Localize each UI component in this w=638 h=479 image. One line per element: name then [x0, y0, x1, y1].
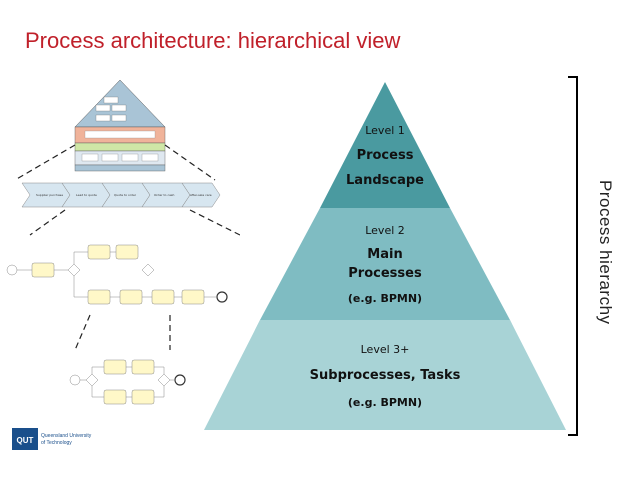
svg-text:QUT: QUT: [17, 436, 34, 445]
level2-name-line1: Main: [367, 247, 403, 262]
svg-text:Queensland University: Queensland University: [41, 433, 92, 439]
process-hierarchy-label: Process hierarchy: [596, 180, 615, 325]
pyramid-level2: [260, 208, 510, 320]
svg-text:Supplier purchase: Supplier purchase: [36, 193, 63, 197]
level3-note: (e.g. BPMN): [347, 396, 423, 409]
level3-name-line1: Subprocesses, Tasks: [309, 368, 461, 383]
qut-logo: QUT Queensland University of Technology: [12, 426, 112, 459]
level3-bpmn-thumbnail: [69, 359, 186, 405]
level1-name-line2: Landscape: [346, 173, 424, 188]
level2-bpmn-thumbnail: [6, 244, 228, 305]
svg-text:Order to cash: Order to cash: [154, 193, 174, 197]
pyramid-level1: [320, 82, 450, 208]
svg-text:Lead to quote: Lead to quote: [76, 193, 97, 197]
svg-text:After-sale care: After-sale care: [190, 193, 212, 197]
landscape-thumbnail: [74, 79, 166, 172]
level2-number: Level 2: [365, 224, 405, 237]
value-chain-thumbnail: Supplier purchase Lead to quote Quote to…: [21, 182, 221, 208]
pyramid-base: [204, 320, 566, 430]
level1-number: Level 1: [365, 124, 405, 137]
svg-text:Quote to order: Quote to order: [114, 193, 137, 197]
architecture-thumbnails: Supplier purchase Lead to quote Quote to…: [6, 79, 240, 405]
svg-text:of Technology: of Technology: [41, 440, 72, 446]
level2-name-line2: Processes: [348, 266, 422, 281]
hierarchy-bracket: [568, 76, 578, 436]
level2-note: (e.g. BPMN): [347, 292, 423, 305]
level3-number: Level 3+: [360, 343, 410, 356]
level1-name-line1: Process: [356, 148, 414, 163]
slide-title: Process architecture: hierarchical view: [25, 28, 401, 53]
